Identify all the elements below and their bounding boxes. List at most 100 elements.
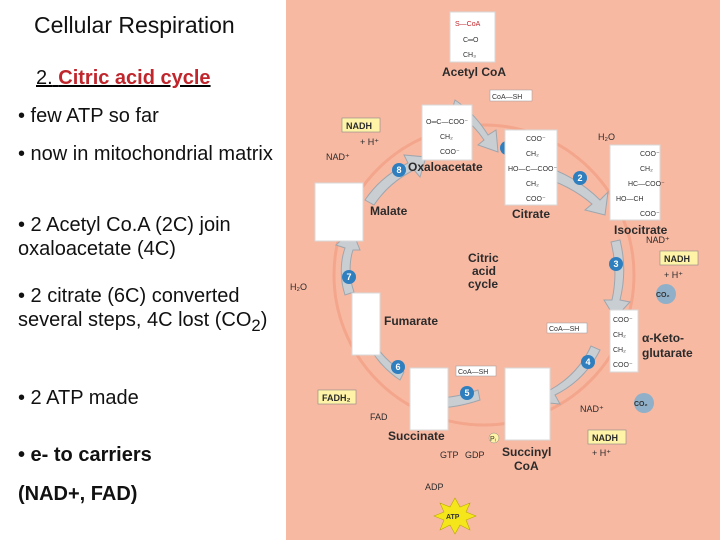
nadh-box-4 <box>587 429 627 445</box>
step-circle-5 <box>460 386 474 400</box>
center-label-3: cycle <box>468 277 498 291</box>
succinyl-coa-label-2: CoA <box>514 459 539 473</box>
oxa-line1: O═C—COO⁻ <box>426 119 468 126</box>
fadh2-label: FADH₂ <box>322 393 351 403</box>
iso-line3: HC—COO⁻ <box>628 181 665 188</box>
atp-label: ATP <box>446 514 460 521</box>
citrate-structure <box>504 129 558 206</box>
co2-label-3: CO₂ <box>656 292 670 299</box>
structure-details: S—CoA C═O CH₃ O═C—COO⁻ CH₂ COO⁻ COO⁻ CH₂… <box>426 21 665 369</box>
fadh2-box <box>317 389 357 405</box>
malate-label: Malate <box>370 204 408 218</box>
fad-label: FAD <box>370 412 388 422</box>
step-circle-8 <box>392 163 406 177</box>
h-plus-label-8: + H⁺ <box>360 137 379 147</box>
a-ketoglutarate-label-2: glutarate <box>642 346 693 360</box>
step-2: 2 <box>577 173 582 183</box>
nadh-label-4: NADH <box>592 433 618 443</box>
fumarate-label: Fumarate <box>384 314 438 328</box>
pi-label: Pᵢ <box>490 436 496 443</box>
bullet-4-end: ) <box>260 309 268 331</box>
malate-structure <box>314 182 364 242</box>
gdp-label: GDP <box>465 450 485 460</box>
acetyl-coa-structure <box>449 11 496 63</box>
arrow-step-8 <box>364 154 427 206</box>
iso-line2: CH₂ <box>640 166 653 173</box>
akg-line1: COO⁻ <box>613 317 633 324</box>
cit-line1: COO⁻ <box>526 136 546 143</box>
cycle-svg: 1 2 3 4 5 6 7 8 S—C <box>286 0 720 540</box>
oxaloacetate-structure <box>421 104 473 161</box>
iso-line4: HO—CH <box>616 196 644 203</box>
slide-title: Cellular Respiration <box>34 12 235 38</box>
succinyl-coa-structure <box>504 367 551 441</box>
diagram-background <box>286 0 720 540</box>
subtitle-number: 2. <box>36 67 53 89</box>
bullet-1: • few ATP so far <box>18 105 159 127</box>
succinate-label: Succinate <box>388 429 445 443</box>
nadh-box-8 <box>341 117 381 133</box>
nad-plus-label-8: NAD⁺ <box>326 152 350 162</box>
co2-bubble-4 <box>634 393 654 413</box>
akg-line2: CH₂ <box>613 332 626 339</box>
h2o-label-2: H₂O <box>598 132 615 142</box>
acetyl-coa-label: Acetyl CoA <box>442 65 506 79</box>
nadh-box-3 <box>659 250 699 266</box>
fumarate-structure <box>351 292 381 356</box>
bullet-4: • 2 citrate (6C) converted several steps… <box>18 284 284 338</box>
bullet-6: • e- to carriers <box>18 444 152 466</box>
nadh-label-8: NADH <box>346 121 372 131</box>
nad-plus-label-4: NAD⁺ <box>580 404 604 414</box>
iso-line1: COO⁻ <box>640 151 660 158</box>
coa-sh-box-4 <box>546 322 588 334</box>
citric-acid-cycle-diagram: 1 2 3 4 5 6 7 8 S—C <box>286 0 720 540</box>
step-3: 3 <box>613 259 618 269</box>
co2-bubble-3 <box>656 284 676 304</box>
bullet-4-text: • 2 citrate (6C) converted several steps… <box>18 285 252 331</box>
step-circle-3 <box>609 257 623 271</box>
text-panel: Cellular Respiration 2. Citric acid cycl… <box>0 0 286 540</box>
oxa-line3: COO⁻ <box>440 149 460 156</box>
atp-burst-icon <box>433 497 477 535</box>
structure-boxes <box>314 11 661 441</box>
center-label-1: Citric <box>468 251 499 265</box>
nadh-label-3: NADH <box>664 254 690 264</box>
s-coa-label: S—CoA <box>455 21 481 28</box>
h-plus-label-4: + H⁺ <box>592 448 611 458</box>
cofactors: NADH + H⁺ NAD⁺ CoA—SH H₂O NAD⁺ NADH + H⁺… <box>290 89 699 535</box>
bullet-3: • 2 Acetyl Co.A (2C) join oxaloacetate (… <box>18 214 231 260</box>
h-plus-label-3: + H⁺ <box>664 270 683 280</box>
citrate-label: Citrate <box>512 207 550 221</box>
coa-sh-label-5: CoA—SH <box>458 369 488 376</box>
cycle-ring <box>332 123 636 427</box>
acetyl-c-o: C═O <box>463 37 479 44</box>
gtp-label: GTP <box>440 450 459 460</box>
cit-line4: CH₂ <box>526 181 539 188</box>
cit-line5: COO⁻ <box>526 196 546 203</box>
co2-label-4: CO₂ <box>634 401 648 408</box>
bullet-4-subscript: 2 <box>251 316 261 335</box>
nad-plus-label-3: NAD⁺ <box>646 235 670 245</box>
subtitle-text: Citric acid cycle <box>58 67 211 89</box>
step-6: 6 <box>395 362 400 372</box>
step-8: 8 <box>396 165 401 175</box>
molecule-labels: Acetyl CoA Oxaloacetate Citrate Isocitra… <box>370 65 693 473</box>
cit-line2: CH₂ <box>526 151 539 158</box>
oxaloacetate-label: Oxaloacetate <box>408 160 483 174</box>
pi-bubble <box>488 432 500 444</box>
coa-sh-label-1: CoA—SH <box>492 94 522 101</box>
step-7: 7 <box>346 272 351 282</box>
succinate-structure <box>409 367 449 431</box>
acetyl-ch3: CH₃ <box>463 52 476 59</box>
step-circle-2 <box>573 171 587 185</box>
step-circle-7 <box>342 270 356 284</box>
isocitrate-label: Isocitrate <box>614 223 668 237</box>
step-5: 5 <box>464 388 469 398</box>
akg-line3: CH₂ <box>613 347 626 354</box>
bullet-6-line2: (NAD+, FAD) <box>18 483 138 505</box>
a-ketoglutarate-structure <box>609 309 639 373</box>
coa-sh-box-1 <box>489 89 533 102</box>
oxa-line2: CH₂ <box>440 134 453 141</box>
h2o-label-7: H₂O <box>290 282 307 292</box>
